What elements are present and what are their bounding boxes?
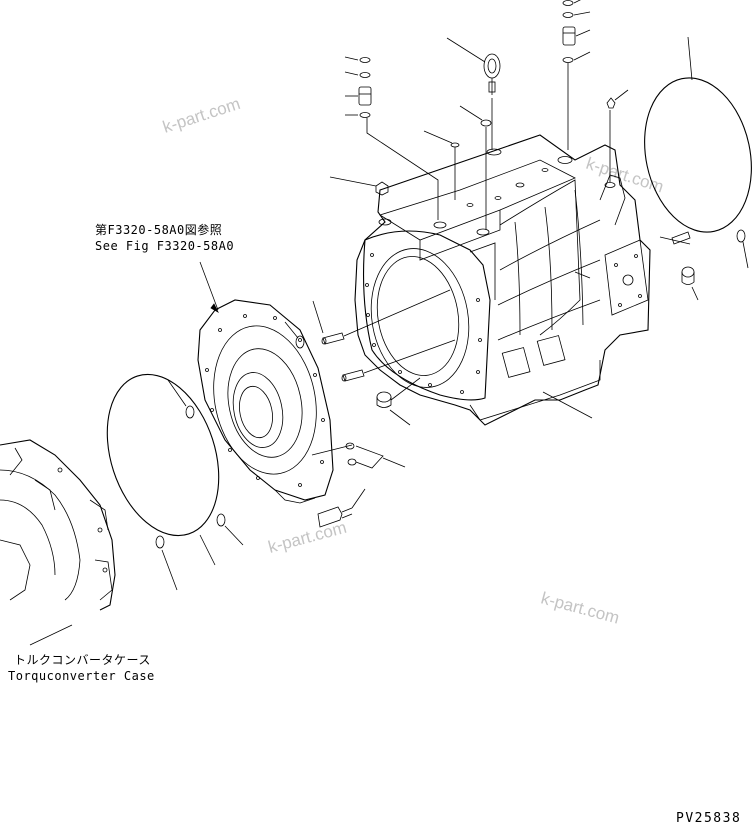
o-ring	[185, 405, 195, 419]
dowel-pin-upper	[312, 289, 451, 345]
o-ring	[295, 335, 305, 349]
bolt-head	[329, 176, 389, 196]
leader-line	[199, 261, 219, 311]
plug	[681, 266, 699, 301]
drawing-code: PV25838	[676, 811, 741, 825]
breather	[604, 89, 629, 188]
fitting-stack-right	[562, 0, 591, 150]
front-gasket	[106, 373, 220, 537]
transmission-housing	[354, 134, 651, 426]
torque-case-label-jp: トルクコンバータケース	[14, 653, 151, 667]
small-plug	[459, 105, 492, 230]
dowel-pin-lower	[341, 339, 456, 382]
torque-converter-case	[0, 439, 116, 646]
plug-front	[376, 377, 421, 426]
ref-note-en: See Fig F3320-58A0	[95, 239, 234, 253]
washer-pair	[311, 442, 406, 469]
ref-note-jp: 第F3320-58A0図参照	[95, 222, 222, 237]
front-cover	[197, 299, 334, 504]
eye-bolt	[446, 37, 501, 150]
plug-2	[423, 130, 460, 200]
watermark: k-part.com	[539, 589, 621, 628]
o-ring	[155, 535, 165, 549]
right-gasket	[644, 77, 752, 233]
torque-case-label-en: Torquconverter Case	[8, 669, 155, 683]
dowel-pin	[659, 231, 691, 245]
watermark: k-part.com	[160, 94, 242, 137]
o-ring	[736, 229, 746, 243]
fitting-stack-left	[344, 56, 439, 220]
watermark: k-part.com	[266, 518, 348, 557]
washer	[486, 148, 502, 156]
o-ring	[216, 513, 226, 527]
bolt	[317, 488, 366, 528]
